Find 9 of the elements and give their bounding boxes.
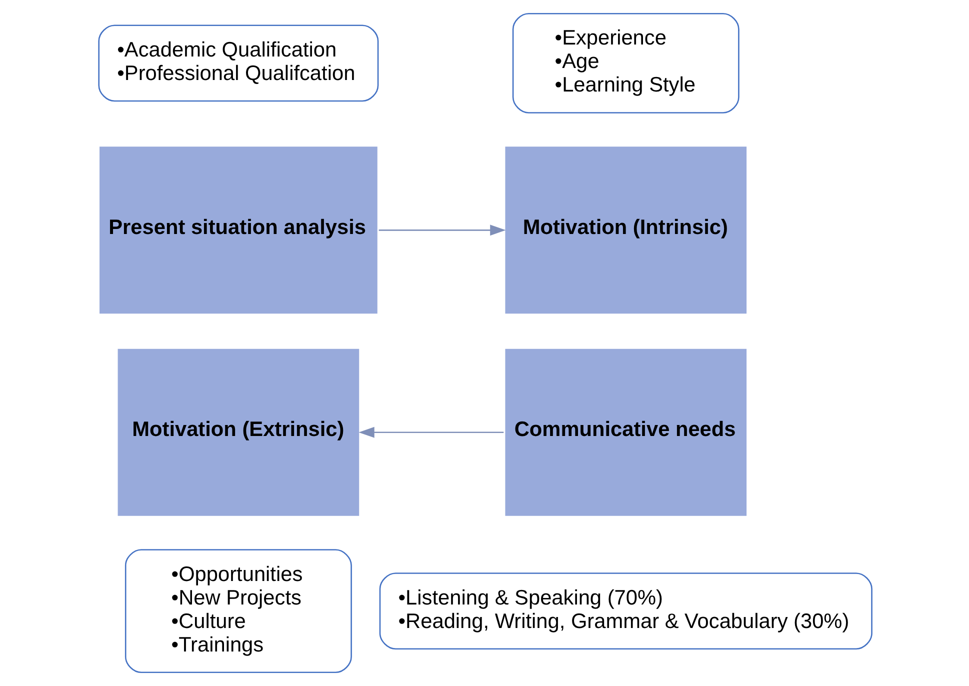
arrow bbox=[358, 426, 504, 438]
node-box: Motivation (Intrinsic) bbox=[502, 144, 749, 316]
node-box: •Listening & Speaking (70%) •Reading, Writing, Grammar & Vocabulary (30%) bbox=[378, 572, 872, 650]
arrow bbox=[378, 224, 506, 236]
node-box: •Experience •Age •Learning Style bbox=[512, 12, 739, 114]
node-box: Motivation (Extrinsic) bbox=[114, 346, 362, 518]
node-box: •Opportunities •New Projects •Culture •Trainings bbox=[124, 549, 352, 674]
node-box: Communicative needs bbox=[502, 346, 749, 518]
node-box: •Academic Qualification •Professional Qualifcation bbox=[98, 24, 378, 102]
